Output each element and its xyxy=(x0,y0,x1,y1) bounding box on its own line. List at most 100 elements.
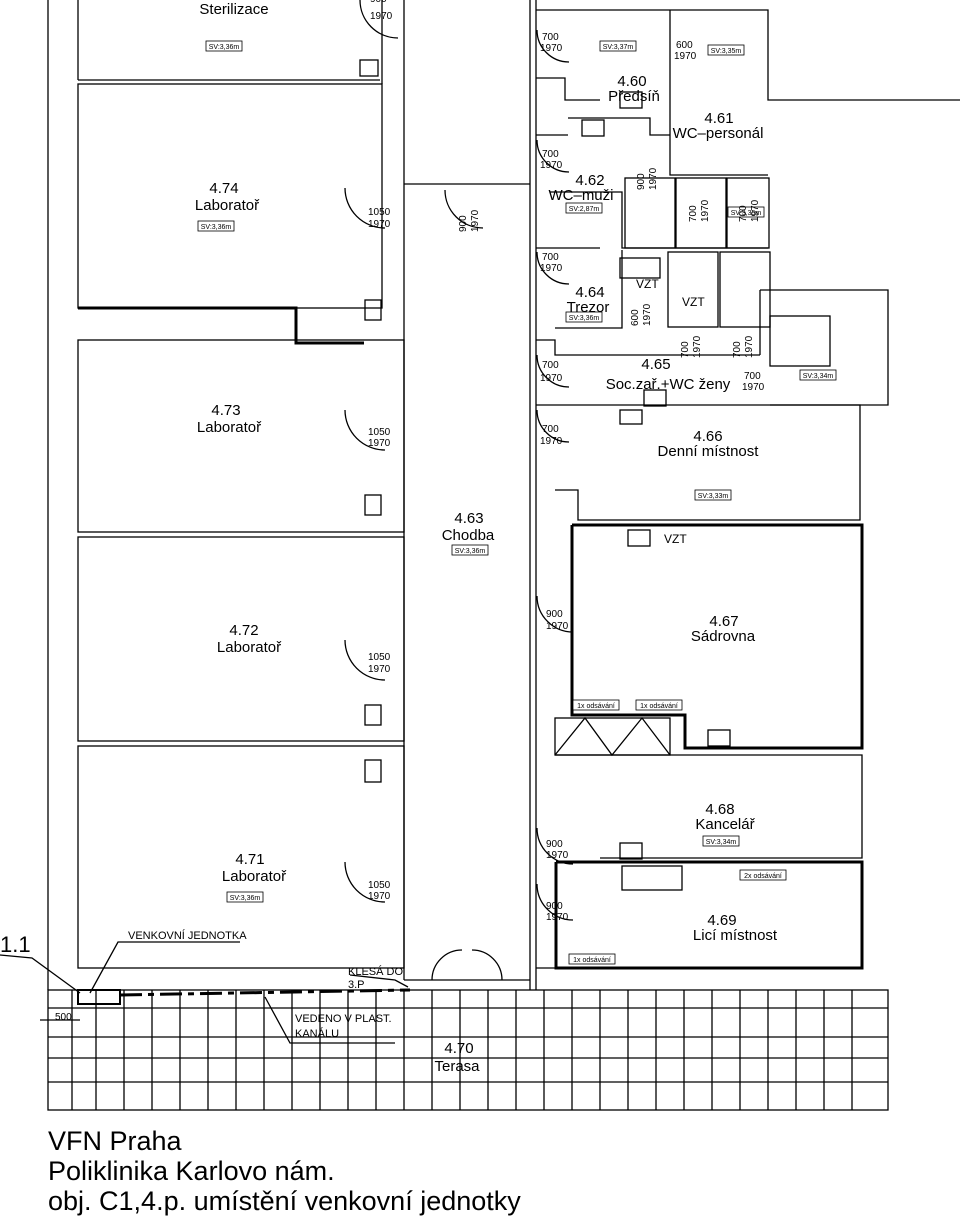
door-height: 1970 xyxy=(700,199,711,222)
room-name: Laboratoř xyxy=(222,868,287,885)
drop-note: 3.P xyxy=(348,979,365,991)
duct-note: VEDENO V PLAST. xyxy=(295,1013,392,1025)
room-number: 4.74 xyxy=(209,180,238,197)
door-height: 1970 xyxy=(368,219,391,230)
height-tag: SV:3,34m xyxy=(706,839,737,846)
door-width: 700 xyxy=(688,205,699,222)
vzt-label: VZT xyxy=(636,277,659,291)
door-height: 1970 xyxy=(540,160,563,171)
exhaust-tag: 1x odsávání xyxy=(573,957,611,964)
room-name: WC–personál xyxy=(673,125,764,142)
room-name: Sádrovna xyxy=(691,628,756,645)
door-height: 1970 xyxy=(368,664,391,675)
door-width: 700 xyxy=(542,424,559,435)
door-width: 700 xyxy=(542,32,559,43)
door-height: 1970 xyxy=(540,43,563,54)
door-width: 700 xyxy=(542,149,559,160)
room-number: 4.69 xyxy=(707,912,736,929)
height-tag: SV:3,36m xyxy=(209,44,240,51)
room-name: Laboratoř xyxy=(197,419,262,436)
height-tag: SV:3,36m xyxy=(230,895,261,902)
door-height: 1970 xyxy=(642,303,653,326)
exhaust-tag: 1x odsávání xyxy=(640,703,678,710)
room-name: Kancelář xyxy=(695,816,755,833)
door-width: 900 xyxy=(458,215,469,232)
room-name-sterilizace: Sterilizace xyxy=(199,1,268,18)
caption-line-3: obj. C1,4.p. umístění venkovní jednotky xyxy=(48,1186,521,1216)
door-height: 1970 xyxy=(470,209,481,232)
duct-note: KANÁLU xyxy=(295,1027,339,1040)
door-height: 1970 xyxy=(692,335,703,358)
dimension-label: 500 xyxy=(55,1012,72,1023)
caption-line-2: Poliklinika Karlovo nám. xyxy=(48,1156,335,1186)
door-height: 1970 xyxy=(368,438,391,449)
height-tag: SV:3,35m xyxy=(731,210,762,217)
door-height: 1970 xyxy=(750,199,761,222)
room-name: Denní místnost xyxy=(658,443,760,460)
room-name: Laboratoř xyxy=(217,639,282,656)
room-number: 4.72 xyxy=(229,622,258,639)
door-width: 700 xyxy=(680,341,691,358)
vzt-label: VZT xyxy=(682,295,705,309)
door-width: 1050 xyxy=(368,652,391,663)
door-height: 1970 xyxy=(648,167,659,190)
room-number: 4.71 xyxy=(235,851,264,868)
room-number: 4.60 xyxy=(617,73,646,90)
door-height: 1970 xyxy=(674,51,697,62)
unit-id-label: 1.1 xyxy=(0,932,31,957)
room-number: 4.62 xyxy=(575,172,604,189)
door-width: 700 xyxy=(738,205,749,222)
room-name: WC–muži xyxy=(548,187,613,204)
door-height: 1970 xyxy=(546,850,569,861)
caption-line-1: VFN Praha xyxy=(48,1126,182,1156)
vzt-label: VZT xyxy=(664,532,687,546)
door-height: 1970 xyxy=(540,263,563,274)
door-height: 1970 xyxy=(368,891,391,902)
door-height: 1970 xyxy=(370,11,393,22)
height-tag: SV:3,37m xyxy=(603,44,634,51)
height-tag: SV:3,35m xyxy=(711,48,742,55)
room-name: Chodba xyxy=(442,527,495,544)
door-width: 900 xyxy=(370,0,387,5)
door-height: 1970 xyxy=(742,382,765,393)
room-number: 4.66 xyxy=(693,428,722,445)
height-tag: SV:3,34m xyxy=(803,373,834,380)
door-height: 1970 xyxy=(546,621,569,632)
door-width: 900 xyxy=(636,173,647,190)
door-width: 700 xyxy=(542,360,559,371)
room-number: 4.61 xyxy=(704,110,733,127)
door-width: 1050 xyxy=(368,880,391,891)
room-number: 4.64 xyxy=(575,284,604,301)
height-tag: SV:3,33m xyxy=(698,493,729,500)
door-width: 600 xyxy=(676,40,693,51)
room-number: 4.68 xyxy=(705,801,734,818)
room-name: Licí místnost xyxy=(693,927,778,944)
room-number: 4.67 xyxy=(709,613,738,630)
door-width: 700 xyxy=(744,371,761,382)
height-tag: SV:3,36m xyxy=(201,224,232,231)
outdoor-unit-label: VENKOVNÍ JEDNOTKA xyxy=(128,929,247,942)
door-height: 1970 xyxy=(540,436,563,447)
room-number: 4.65 xyxy=(641,356,670,373)
door-width: 900 xyxy=(546,839,563,850)
room-name: Soc.zař.+WC ženy xyxy=(606,376,731,393)
room-name: Terasa xyxy=(434,1058,480,1075)
door-width: 700 xyxy=(542,252,559,263)
height-tag: SV:3,36m xyxy=(569,315,600,322)
height-tag: SV:2,87m xyxy=(569,206,600,213)
door-width: 1050 xyxy=(368,207,391,218)
door-width: 900 xyxy=(546,609,563,620)
door-width: 600 xyxy=(630,309,641,326)
room-number: 4.63 xyxy=(454,510,483,527)
room-number: 4.70 xyxy=(444,1040,473,1057)
room-name: Laboratoř xyxy=(195,197,260,214)
exhaust-tag: 1x odsávání xyxy=(577,703,615,710)
caption: VFN Praha Poliklinika Karlovo nám. obj. … xyxy=(48,1126,521,1216)
drop-note: KLESÁ DO xyxy=(348,965,403,978)
door-width: 1050 xyxy=(368,427,391,438)
height-tag: SV:3,36m xyxy=(455,548,486,555)
door-height: 1970 xyxy=(744,335,755,358)
exhaust-tag: 2x odsávání xyxy=(744,873,782,880)
